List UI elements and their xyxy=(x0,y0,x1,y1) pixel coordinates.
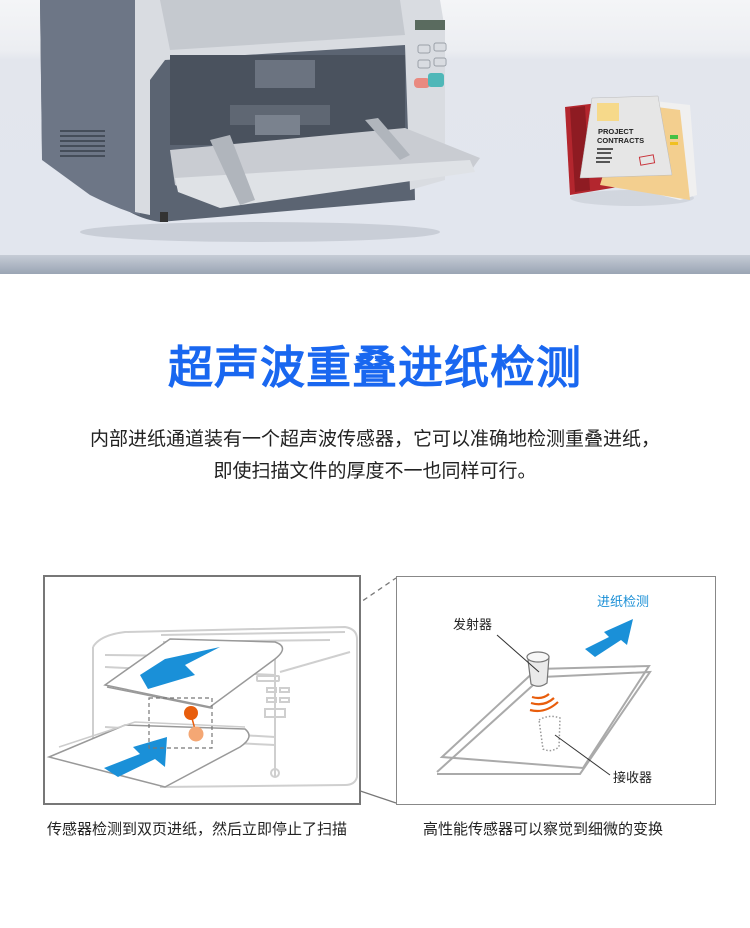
description-line-1: 内部进纸通道装有一个超声波传感器，它可以准确地检测重叠进纸， xyxy=(89,428,660,450)
ultrasonic-sensor-illustration xyxy=(436,619,652,776)
section-description: 内部进纸通道装有一个超声波传感器，它可以准确地检测重叠进纸， 即使扫描文件的厚度… xyxy=(0,423,750,487)
scanner-product-image xyxy=(40,0,480,242)
document-title-line1: PROJECT xyxy=(598,127,634,136)
document-title-line2: CONTRACTS xyxy=(597,136,644,145)
hero-bottom-band xyxy=(0,255,750,274)
document-stack-image: PROJECT CONTRACTS xyxy=(565,95,697,206)
description-line-2: 即使扫描文件的厚度不一也同样可行。 xyxy=(213,460,537,482)
left-diagram-caption: 传感器检测到双页进纸，然后立即停止了扫描 xyxy=(47,820,348,838)
emitter-label: 发射器 xyxy=(453,618,493,633)
section-title: 超声波重叠进纸检测 xyxy=(167,341,582,394)
ultrasonic-sensor-diagram: 进纸检测 发射器 接收器 xyxy=(396,576,716,805)
scanner-double-feed-diagram xyxy=(43,575,361,805)
feed-detection-label: 进纸检测 xyxy=(597,595,650,610)
receiver-label: 接收器 xyxy=(613,771,653,786)
scanner-outline-illustration xyxy=(46,625,358,788)
right-diagram-caption: 高性能传感器可以察觉到细微的变换 xyxy=(423,820,664,838)
hero-banner: PROJECT CONTRACTS xyxy=(0,0,750,274)
